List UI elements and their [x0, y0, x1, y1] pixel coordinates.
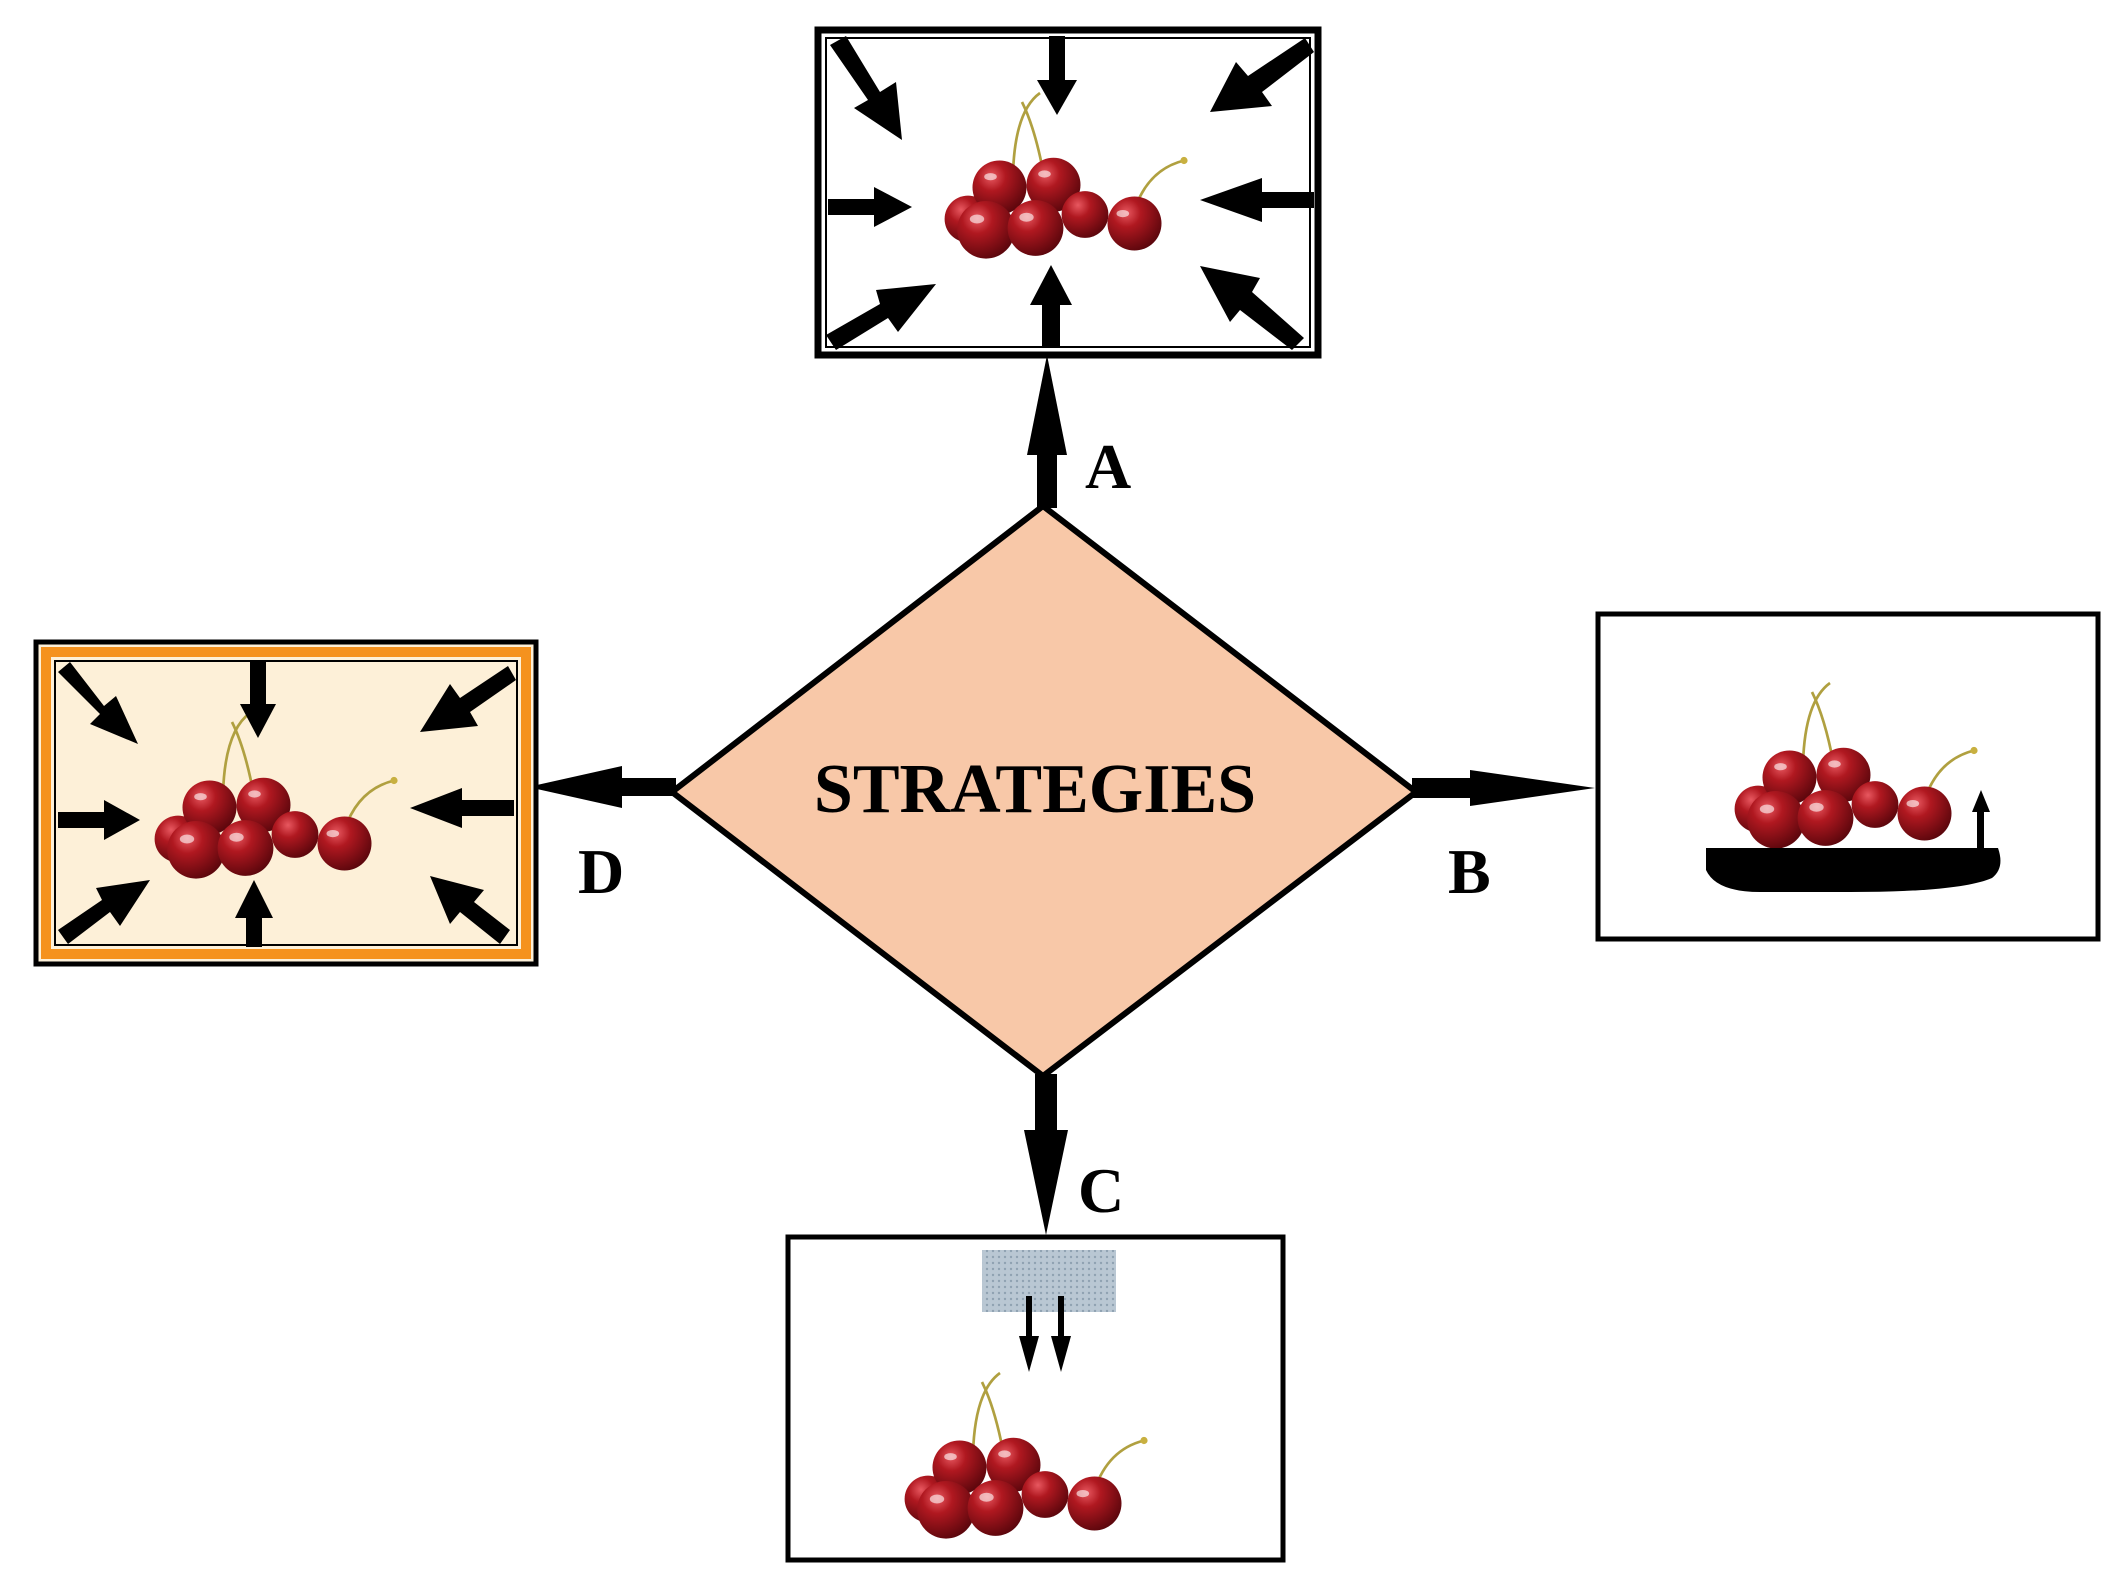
down-arrows-icon [1019, 1296, 1071, 1372]
inward-arrows-icon [826, 36, 1314, 350]
branch-label-c: C [1078, 1155, 1124, 1226]
up-arrow-icon [1972, 790, 1990, 850]
branch-label-a: A [1085, 431, 1131, 502]
connector-arrow-c [1024, 1074, 1068, 1235]
panel-d [33, 639, 539, 967]
inward-arrows-icon [58, 660, 516, 947]
connector-arrow-b [1412, 770, 1595, 806]
branch-label-d: D [578, 836, 624, 907]
mesh-source-icon [982, 1250, 1116, 1312]
panel-c [785, 1234, 1286, 1563]
branch-label-b: B [1448, 836, 1491, 907]
panel-b [1595, 611, 2101, 942]
connector-arrow-d [528, 766, 676, 808]
center-label: STRATEGIES [814, 751, 1256, 828]
connector-arrow-a [1027, 355, 1067, 508]
tray-icon [1706, 848, 2001, 892]
center-diamond-node: STRATEGIES [667, 502, 1421, 1080]
panel-a [814, 26, 1322, 359]
